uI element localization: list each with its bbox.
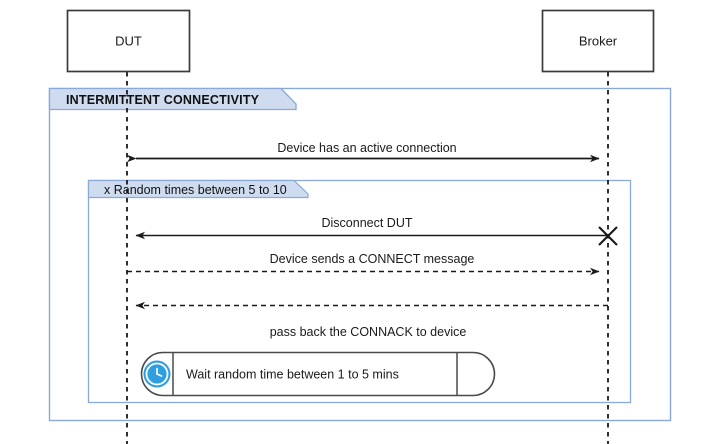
fragment-outer-border <box>48 87 672 422</box>
wait-timer-label: Wait random time between 1 to 5 mins <box>186 367 399 381</box>
message-connect[interactable]: Device sends a CONNECT message <box>127 252 600 276</box>
message-connack-label: pass back the CONNACK to device <box>270 325 467 339</box>
participant-dut[interactable]: DUT <box>66 9 191 73</box>
fragment-outer-label: INTERMITTENT CONNECTIVITY <box>66 93 260 107</box>
wait-timer-action[interactable]: Wait random time between 1 to 5 mins <box>140 351 496 397</box>
destroy-cross-icon <box>598 226 618 246</box>
message-active-connection-label: Device has an active connection <box>277 141 456 155</box>
message-connack[interactable]: pass back the CONNACK to device <box>135 301 608 340</box>
clock-icon <box>143 360 171 388</box>
fragment-outer-header <box>48 87 297 111</box>
message-disconnect-dut[interactable]: Disconnect DUT <box>135 216 618 246</box>
participant-dut-box <box>66 9 191 73</box>
participant-dut-label: DUT <box>115 33 142 48</box>
fragment-outer[interactable]: INTERMITTENT CONNECTIVITY <box>48 87 672 422</box>
participant-broker-box <box>541 9 655 73</box>
message-connect-label: Device sends a CONNECT message <box>270 252 475 266</box>
participant-broker-label: Broker <box>579 33 618 48</box>
participant-broker[interactable]: Broker <box>541 9 655 73</box>
fragment-inner-header <box>87 179 309 199</box>
wait-timer-pill <box>140 351 496 397</box>
fragment-inner-border <box>87 179 632 404</box>
fragment-inner-label: x Random times between 5 to 10 <box>104 183 287 197</box>
fragment-inner[interactable]: x Random times between 5 to 10 <box>87 179 632 404</box>
message-disconnect-dut-label: Disconnect DUT <box>322 216 413 230</box>
message-active-connection[interactable]: Device has an active connection <box>127 141 600 163</box>
